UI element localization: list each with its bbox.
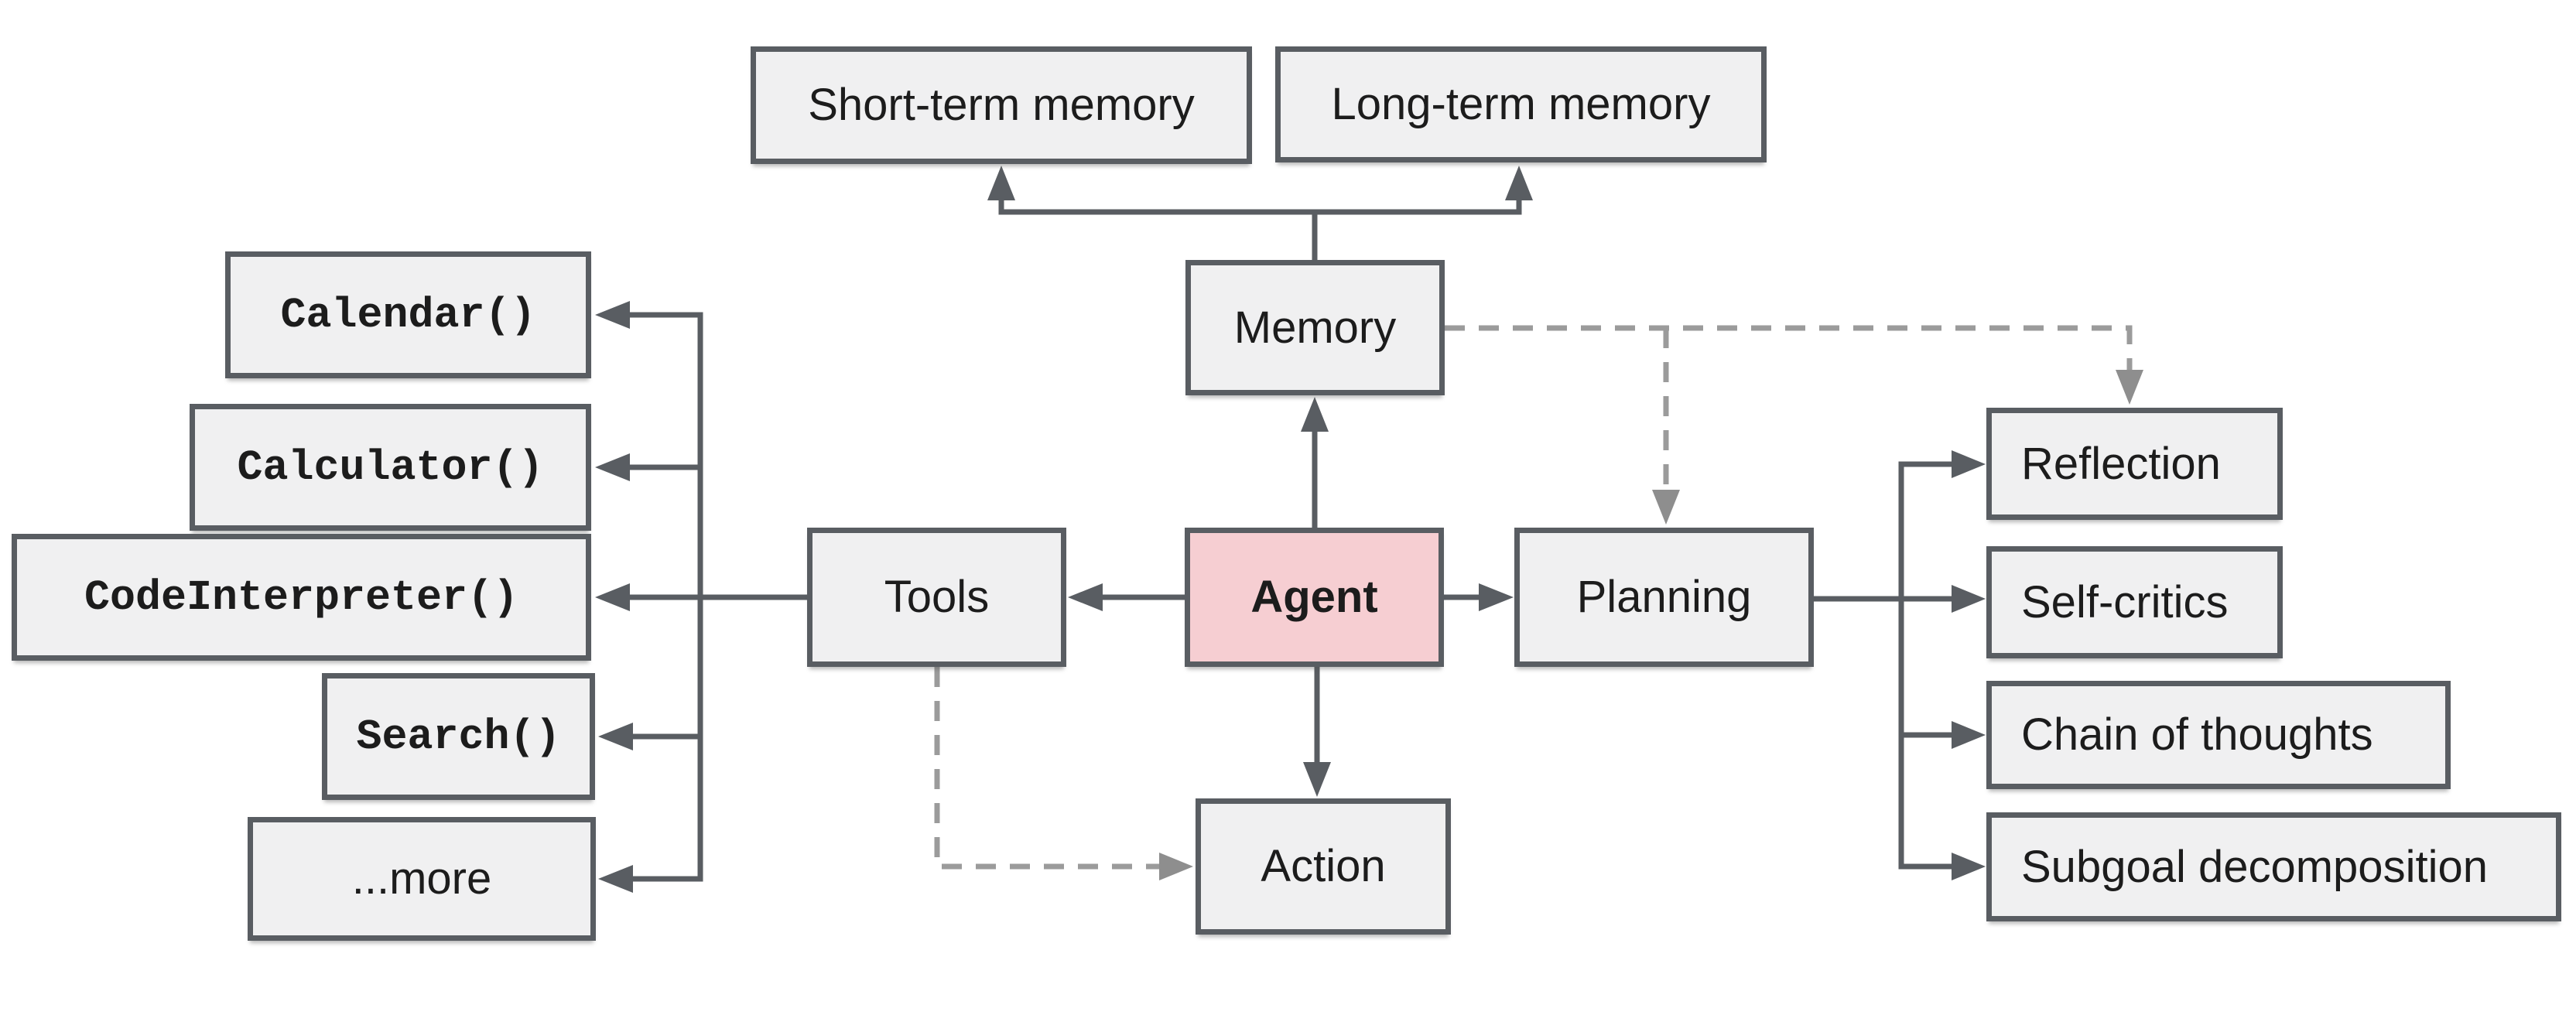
edge-planning-right-column (1814, 450, 1986, 880)
node-memory: Memory (1185, 260, 1445, 395)
node-subgoal-decomposition: Subgoal decomposition (1986, 812, 2561, 921)
edge-memory-planning-reflection-dashed (1445, 325, 2133, 490)
edge-memory-submemories (987, 166, 1533, 260)
node-agent: Agent (1185, 528, 1444, 667)
node-planning: Planning (1514, 528, 1814, 667)
node-calendar: Calendar() (225, 251, 591, 378)
node-tools: Tools (807, 528, 1066, 667)
dashed-edges (934, 325, 2133, 870)
node-short-term-memory: Short-term memory (751, 46, 1252, 164)
node-self-critics: Self-critics (1986, 546, 2283, 658)
dashed-arrowheads (1159, 370, 2143, 880)
node-reflection: Reflection (1986, 408, 2283, 520)
edge-agent-action (1303, 667, 1331, 797)
edge-tools-action-dashed (934, 667, 1159, 870)
node-code-interpreter: CodeInterpreter() (12, 534, 591, 661)
solid-edges (595, 166, 1986, 893)
arrowhead-into-reflection (2116, 370, 2143, 405)
edge-agent-memory (1301, 397, 1329, 528)
edge-agent-tools (1068, 583, 1185, 611)
node-calculator: Calculator() (190, 404, 591, 531)
arrowhead-into-planning (1652, 490, 1680, 525)
node-long-term-memory: Long-term memory (1275, 46, 1767, 162)
edge-agent-planning (1444, 583, 1514, 611)
node-action: Action (1196, 798, 1451, 935)
node-search: Search() (322, 673, 595, 800)
arrowhead-into-action (1159, 853, 1193, 880)
edge-tools-left-column (595, 301, 807, 893)
node-more-tools: ...more (248, 817, 596, 941)
node-chain-of-thoughts: Chain of thoughts (1986, 681, 2451, 789)
